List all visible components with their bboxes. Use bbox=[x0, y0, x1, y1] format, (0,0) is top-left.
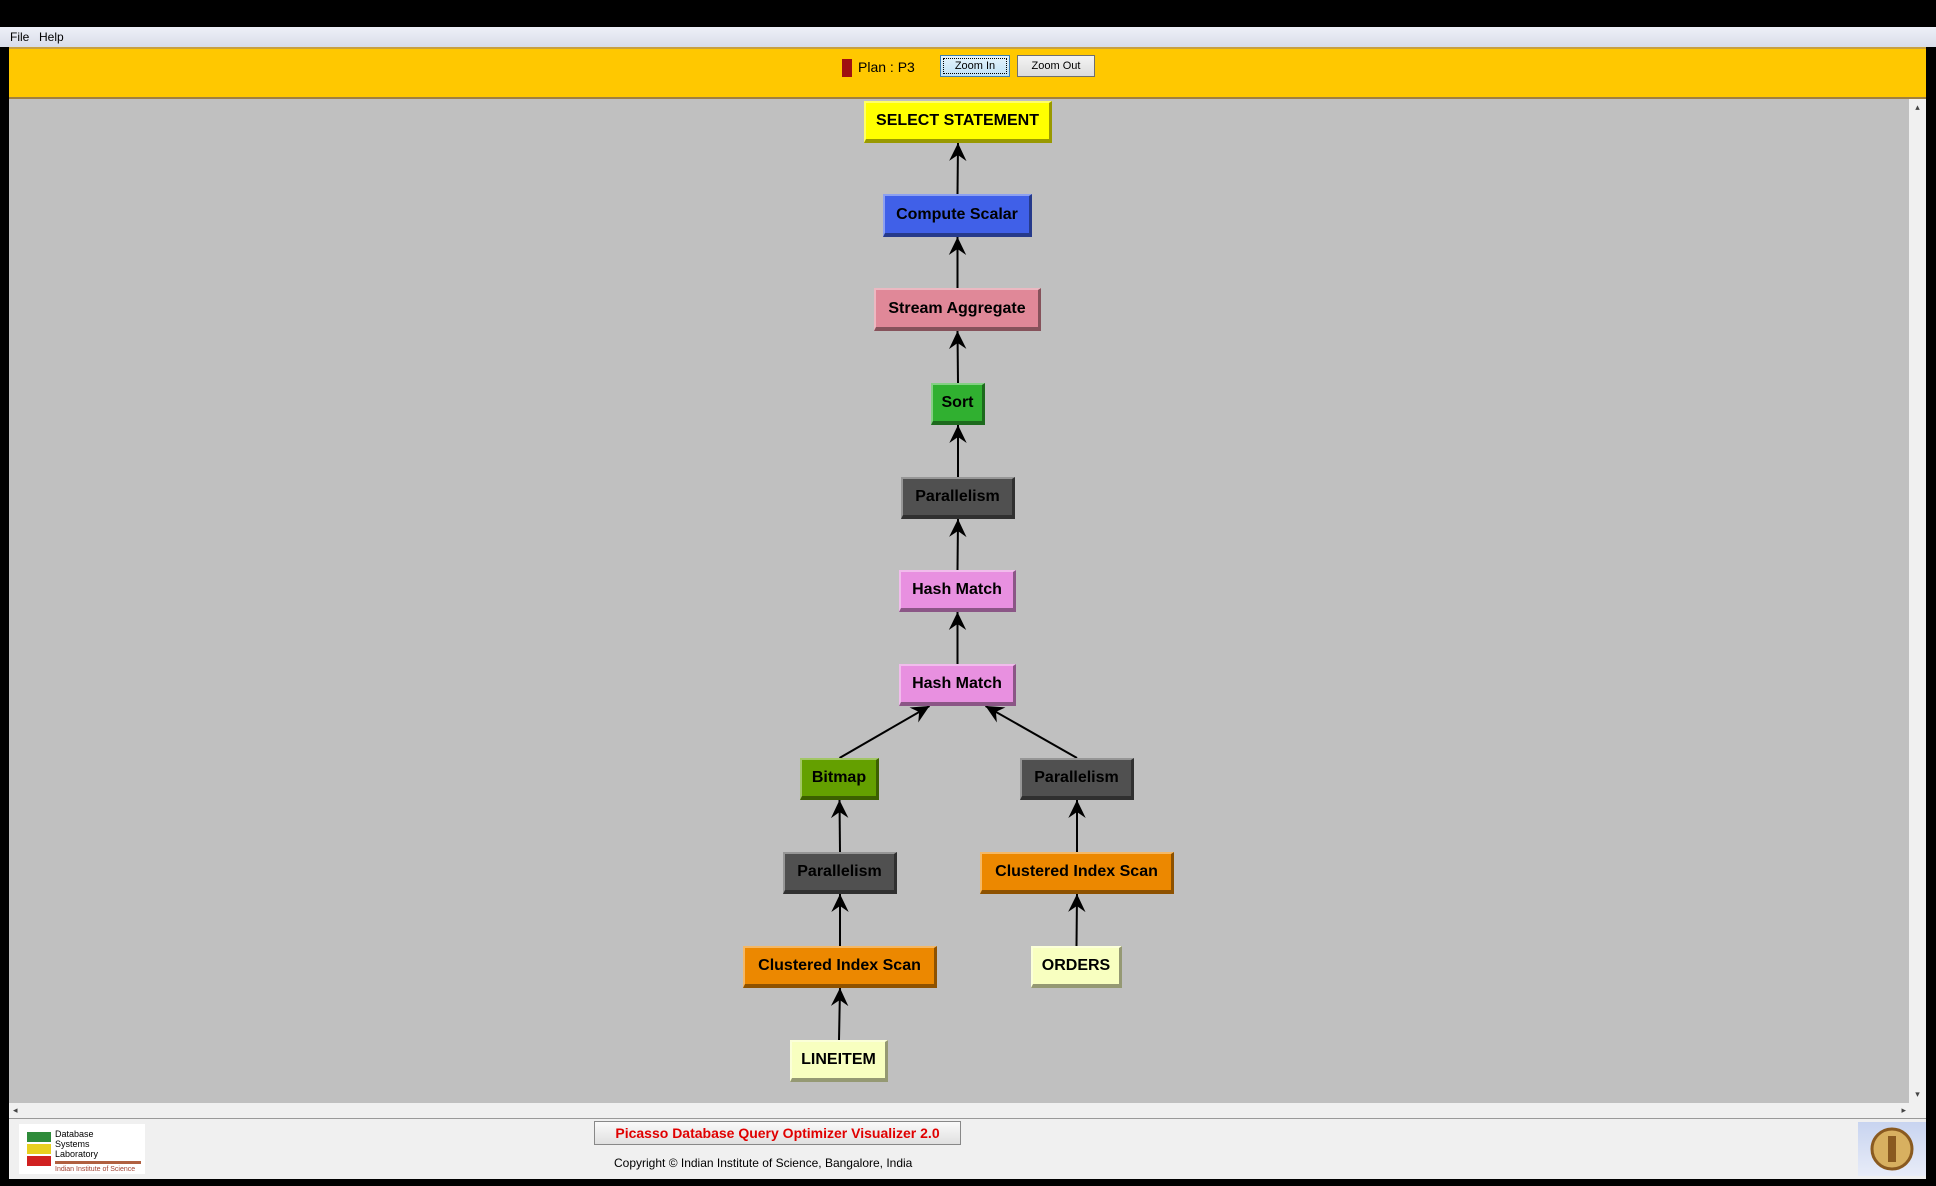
edge-stream-to-compute bbox=[948, 237, 967, 288]
arrowhead-icon bbox=[1068, 894, 1086, 913]
edge-par2-to-hash2 bbox=[985, 705, 1078, 759]
plan-node-sort[interactable]: Sort bbox=[931, 383, 985, 425]
edge-hash2-to-hash1 bbox=[948, 612, 967, 664]
plan-node-orders[interactable]: ORDERS bbox=[1031, 946, 1122, 988]
edge-hash1-to-par1 bbox=[949, 518, 967, 571]
plan-node-cis2[interactable]: Clustered Index Scan bbox=[743, 946, 937, 988]
edge-par3-to-bitmap bbox=[830, 799, 849, 853]
plan-node-compute[interactable]: Compute Scalar bbox=[883, 194, 1032, 237]
plan-color-swatch bbox=[842, 59, 852, 77]
plan-node-par2[interactable]: Parallelism bbox=[1020, 758, 1134, 800]
arrowhead-icon bbox=[949, 519, 967, 538]
svg-text:Database: Database bbox=[55, 1129, 94, 1139]
edge-lineitem-to-cis2 bbox=[830, 987, 849, 1041]
arrowhead-icon bbox=[948, 612, 967, 631]
plan-label: Plan : P3 bbox=[858, 59, 915, 75]
edge-bitmap-to-hash2 bbox=[838, 705, 931, 759]
plan-node-hash2[interactable]: Hash Match bbox=[899, 664, 1016, 706]
svg-text:Indian Institute of Science: Indian Institute of Science bbox=[55, 1166, 135, 1173]
dsl-logo: Database Systems Laboratory Indian Insti… bbox=[19, 1124, 145, 1174]
arrowhead-icon bbox=[949, 143, 967, 162]
plan-node-lineitem[interactable]: LINEITEM bbox=[790, 1040, 888, 1082]
horizontal-scrollbar[interactable]: ◂▸ bbox=[9, 1103, 1926, 1119]
plan-node-hash1[interactable]: Hash Match bbox=[899, 570, 1016, 612]
edge-sort-to-stream bbox=[948, 330, 967, 384]
copyright-text: Copyright © Indian Institute of Science,… bbox=[614, 1156, 913, 1170]
iisc-emblem-icon bbox=[1858, 1122, 1926, 1176]
plan-node-bitmap[interactable]: Bitmap bbox=[800, 758, 879, 800]
svg-text:Systems: Systems bbox=[55, 1139, 90, 1149]
app-title-button[interactable]: Picasso Database Query Optimizer Visuali… bbox=[594, 1121, 961, 1145]
menu-bar: File Help bbox=[0, 27, 1936, 47]
edge-orders-to-cis1 bbox=[1068, 893, 1086, 947]
menu-file[interactable]: File bbox=[10, 30, 30, 44]
arrowhead-icon bbox=[830, 988, 849, 1007]
arrowhead-icon bbox=[830, 800, 849, 819]
arrowhead-icon bbox=[948, 331, 967, 350]
svg-text:Laboratory: Laboratory bbox=[55, 1149, 99, 1159]
plan-edges bbox=[830, 142, 1086, 1041]
plan-node-stream[interactable]: Stream Aggregate bbox=[874, 288, 1041, 331]
edge-cis2-to-par3 bbox=[831, 894, 849, 946]
plan-node-par3[interactable]: Parallelism bbox=[783, 852, 897, 894]
edge-par1-to-sort bbox=[949, 425, 967, 477]
arrowhead-icon bbox=[831, 894, 849, 913]
arrowhead-icon bbox=[985, 706, 1006, 723]
toolbar: Plan : P3 Zoom In Zoom Out bbox=[9, 47, 1926, 99]
vertical-scrollbar[interactable]: ▴▾ bbox=[1909, 99, 1926, 1103]
plan-node-par1[interactable]: Parallelism bbox=[901, 477, 1015, 519]
arrowhead-icon bbox=[948, 237, 967, 256]
zoom-in-button[interactable]: Zoom In bbox=[940, 55, 1010, 77]
arrowhead-icon bbox=[1068, 800, 1086, 819]
plan-node-cis1[interactable]: Clustered Index Scan bbox=[980, 852, 1174, 894]
footer: Database Systems Laboratory Indian Insti… bbox=[9, 1119, 1926, 1179]
arrowhead-icon bbox=[909, 706, 930, 723]
edge-compute-to-select bbox=[949, 142, 967, 195]
edge-cis1-to-par2 bbox=[1068, 800, 1086, 852]
plan-node-select[interactable]: SELECT STATEMENT bbox=[864, 101, 1052, 143]
menu-help[interactable]: Help bbox=[39, 30, 64, 44]
zoom-out-button[interactable]: Zoom Out bbox=[1017, 55, 1095, 77]
arrowhead-icon bbox=[949, 425, 967, 444]
